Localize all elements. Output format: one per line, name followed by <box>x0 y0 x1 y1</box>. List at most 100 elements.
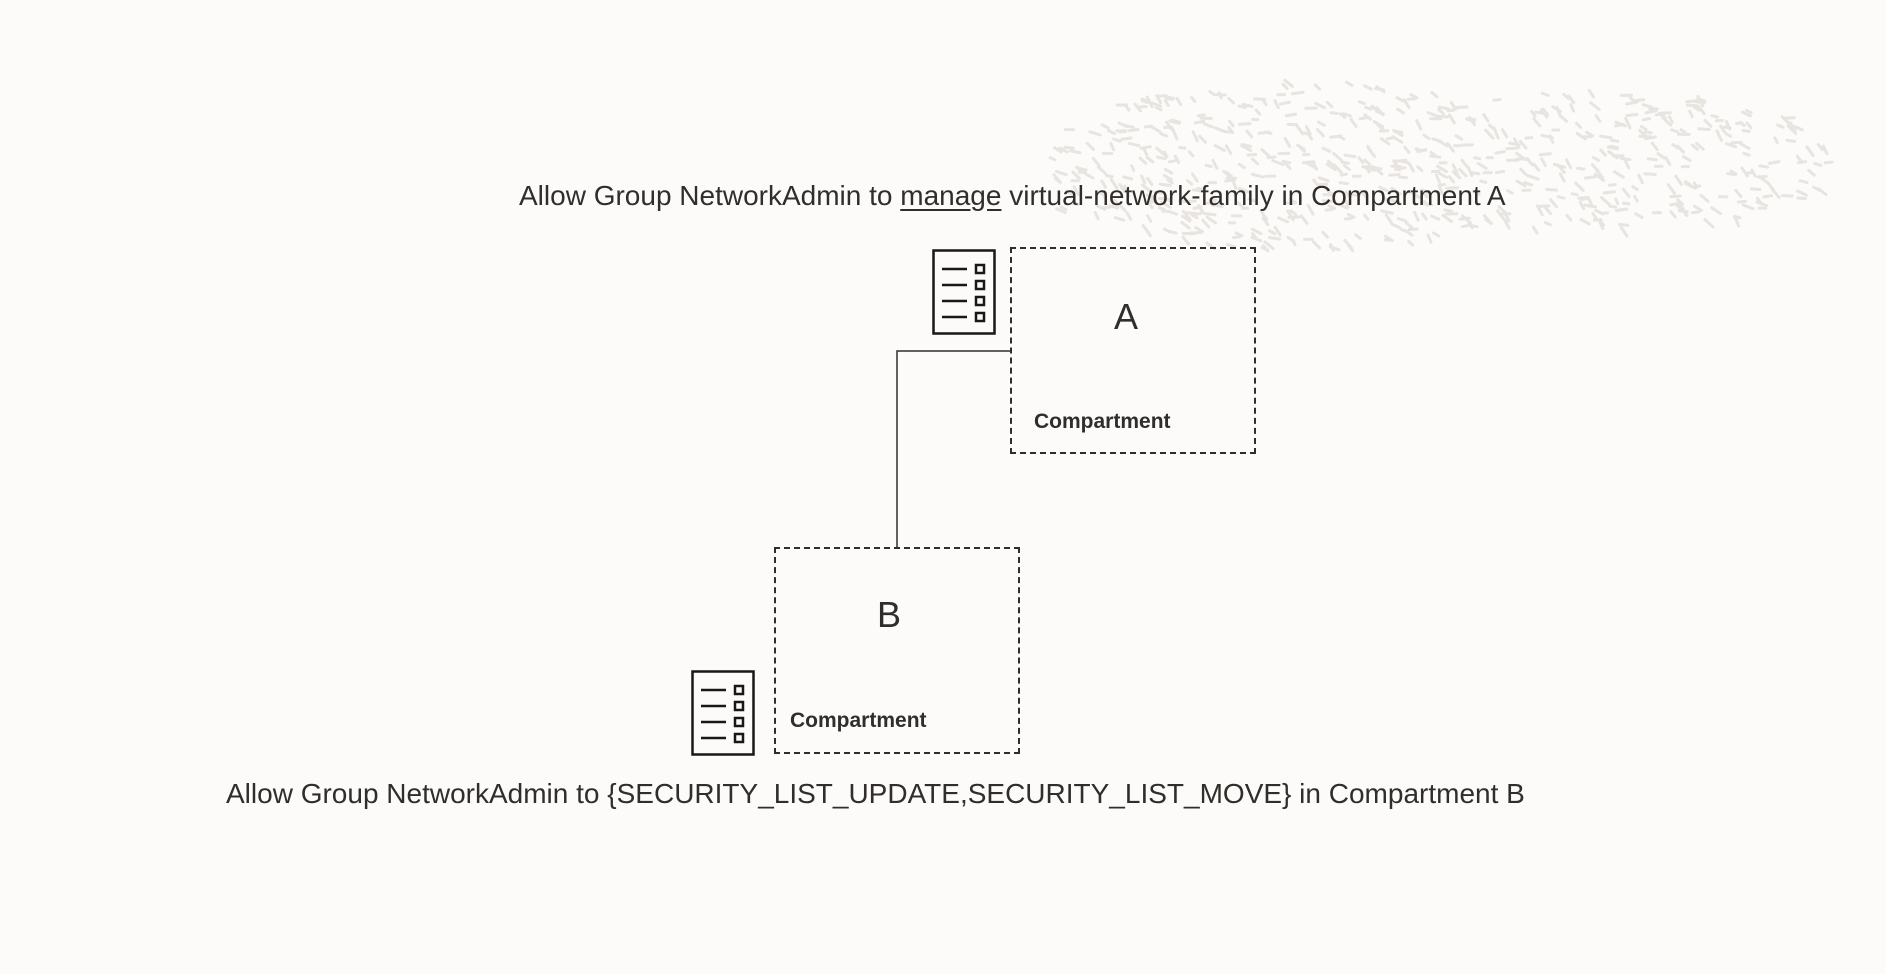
texture-stroke <box>1109 142 1116 152</box>
policy-statement-a: Allow Group NetworkAdmin to manage virtu… <box>519 182 1506 210</box>
texture-stroke <box>1458 167 1468 178</box>
texture-stroke <box>1359 189 1369 200</box>
texture-stroke <box>1228 119 1235 128</box>
texture-stroke <box>1552 162 1566 169</box>
compartment-b-label: Compartment <box>790 709 927 732</box>
texture-stroke <box>1685 103 1699 108</box>
texture-stroke <box>1745 108 1753 115</box>
texture-stroke <box>1153 190 1165 195</box>
texture-stroke <box>1343 164 1351 171</box>
texture-stroke <box>1290 90 1305 96</box>
texture-stroke <box>1091 156 1101 168</box>
texture-stroke <box>1196 113 1206 118</box>
texture-stroke <box>1422 200 1429 207</box>
texture-stroke <box>1587 88 1596 99</box>
texture-stroke <box>1108 204 1120 210</box>
texture-stroke <box>1321 146 1332 153</box>
texture-stroke <box>1591 163 1600 173</box>
texture-stroke <box>1574 181 1585 192</box>
texture-stroke <box>1388 173 1401 177</box>
texture-stroke <box>1247 197 1258 204</box>
texture-stroke <box>1437 105 1450 111</box>
texture-stroke <box>1600 196 1611 206</box>
texture-stroke <box>1805 145 1815 158</box>
texture-stroke <box>1390 186 1402 196</box>
texture-stroke <box>1408 190 1421 199</box>
compartment-a-letter: A <box>1114 296 1139 337</box>
texture-stroke <box>1093 211 1100 221</box>
texture-stroke <box>1798 179 1809 185</box>
texture-stroke <box>1250 227 1263 236</box>
texture-stroke <box>1548 134 1555 144</box>
texture-stroke <box>1618 222 1630 227</box>
texture-stroke <box>1644 109 1658 115</box>
texture-stroke <box>1321 199 1335 203</box>
texture-stroke <box>1523 181 1534 187</box>
texture-stroke <box>1584 175 1597 180</box>
texture-stroke <box>1146 214 1153 223</box>
texture-stroke <box>1234 231 1244 238</box>
texture-stroke <box>1313 83 1321 91</box>
texture-stroke <box>1373 166 1383 171</box>
texture-stroke <box>1389 197 1402 205</box>
texture-stroke <box>1697 127 1711 131</box>
texture-stroke <box>1821 144 1829 156</box>
texture-stroke <box>1512 137 1521 149</box>
texture-stroke <box>1666 183 1676 195</box>
texture-stroke <box>1085 141 1096 151</box>
texture-stroke <box>1372 120 1385 129</box>
texture-stroke <box>1374 87 1386 92</box>
policy-b-prefix: Allow Group NetworkAdmin to <box>226 778 608 809</box>
texture-stroke <box>1639 124 1648 131</box>
texture-stroke <box>1071 202 1080 206</box>
policy-a-verb: manage <box>900 180 1002 211</box>
texture-stroke <box>1122 175 1134 181</box>
texture-stroke <box>1204 163 1213 168</box>
texture-stroke <box>1109 178 1119 190</box>
texture-stroke <box>1669 210 1677 219</box>
texture-stroke <box>1398 159 1409 165</box>
texture-stroke <box>1430 91 1439 99</box>
texture-stroke <box>1449 101 1458 111</box>
texture-stroke <box>1197 204 1205 214</box>
texture-stroke <box>1367 146 1376 158</box>
texture-stroke <box>1451 163 1460 177</box>
texture-stroke <box>1307 132 1313 141</box>
texture-stroke <box>1254 108 1262 116</box>
texture-stroke <box>1643 172 1657 176</box>
texture-stroke <box>1395 96 1406 103</box>
texture-stroke <box>1740 110 1752 118</box>
texture-stroke <box>1795 154 1804 164</box>
texture-stroke <box>1268 236 1282 241</box>
texture-stroke <box>1823 160 1834 165</box>
texture-stroke <box>1213 126 1227 134</box>
texture-stroke <box>1107 129 1116 135</box>
texture-stroke <box>1190 213 1199 220</box>
texture-stroke <box>1676 144 1686 154</box>
texture-stroke <box>1420 188 1429 195</box>
texture-stroke <box>1773 136 1779 144</box>
texture-stroke <box>1741 129 1751 133</box>
texture-stroke <box>1429 154 1442 159</box>
texture-stroke <box>1096 165 1108 176</box>
texture-stroke <box>1447 175 1456 184</box>
texture-stroke <box>1058 146 1069 154</box>
texture-stroke <box>1112 137 1122 143</box>
texture-stroke <box>1545 187 1558 192</box>
texture-stroke <box>1240 144 1253 153</box>
texture-stroke <box>1158 182 1172 187</box>
texture-stroke <box>1421 212 1428 221</box>
texture-stroke <box>1325 162 1337 172</box>
texture-stroke <box>1294 123 1305 136</box>
texture-stroke <box>1656 152 1666 160</box>
texture-stroke <box>1471 189 1481 196</box>
texture-stroke <box>1133 102 1143 113</box>
texture-stroke <box>1587 197 1593 206</box>
texture-stroke <box>1237 162 1246 170</box>
texture-stroke <box>1505 189 1514 195</box>
texture-stroke <box>1543 221 1552 227</box>
texture-stroke <box>1494 150 1506 155</box>
compartment-b-box: B Compartment <box>774 547 1020 754</box>
texture-stroke <box>1434 173 1441 184</box>
texture-stroke <box>1725 120 1732 131</box>
